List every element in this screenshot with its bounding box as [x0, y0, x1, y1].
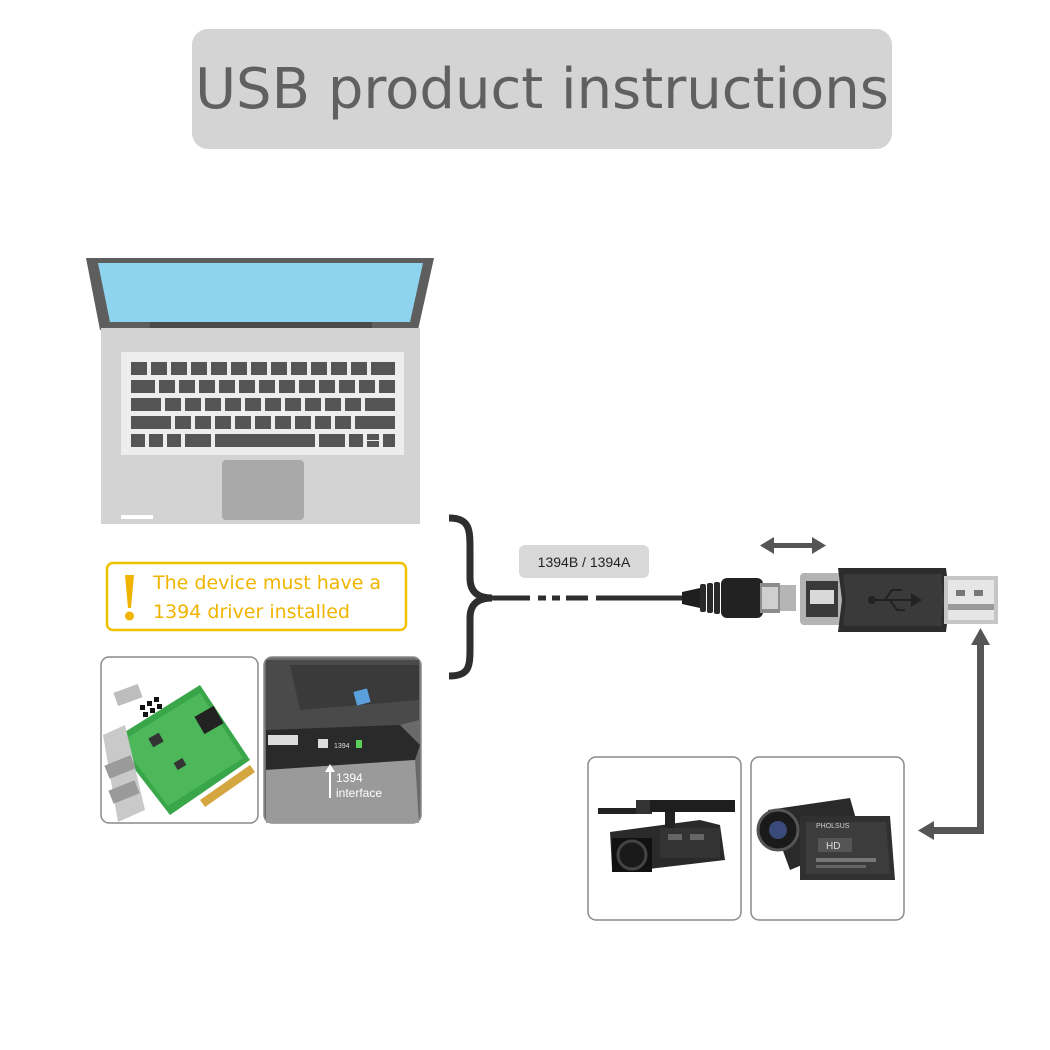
pci-card-photo — [100, 656, 259, 824]
usb-adapter — [800, 568, 998, 632]
cable-label: 1394B / 1394A — [538, 554, 631, 570]
pro-camcorder-photo — [587, 756, 742, 921]
title-banner: USB product instructions — [192, 29, 892, 149]
interface-label-1: 1394 — [336, 771, 363, 785]
usb-trident-icon — [868, 589, 922, 611]
up-arrow-icon — [325, 764, 335, 798]
port-text: 1394 — [334, 743, 350, 750]
note-line-2: 1394 driver installed — [153, 601, 350, 623]
camcorder-hd-mark: HD — [826, 841, 840, 852]
keyboard — [131, 362, 395, 447]
camcorder-brand: PHOLSUS — [816, 823, 850, 830]
page-title: USB product instructions — [195, 56, 889, 122]
trackpad — [222, 460, 304, 520]
double-arrow-icon — [760, 537, 826, 554]
interface-label-2: interface — [336, 786, 382, 800]
cable-label-box — [519, 545, 649, 578]
laptop-illustration — [86, 258, 434, 524]
note-line-1: The device must have a — [152, 572, 381, 594]
driver-note: The device must have a 1394 driver insta… — [105, 561, 408, 632]
laptop-port-photo: 1394 1394 interface — [263, 656, 422, 824]
exclamation-icon — [125, 575, 134, 621]
brace — [448, 514, 493, 680]
handheld-camcorder-photo: PHOLSUS HD — [750, 756, 905, 921]
elbow-arrow-icon — [918, 628, 990, 840]
cable: 1394B / 1394A — [492, 545, 796, 618]
